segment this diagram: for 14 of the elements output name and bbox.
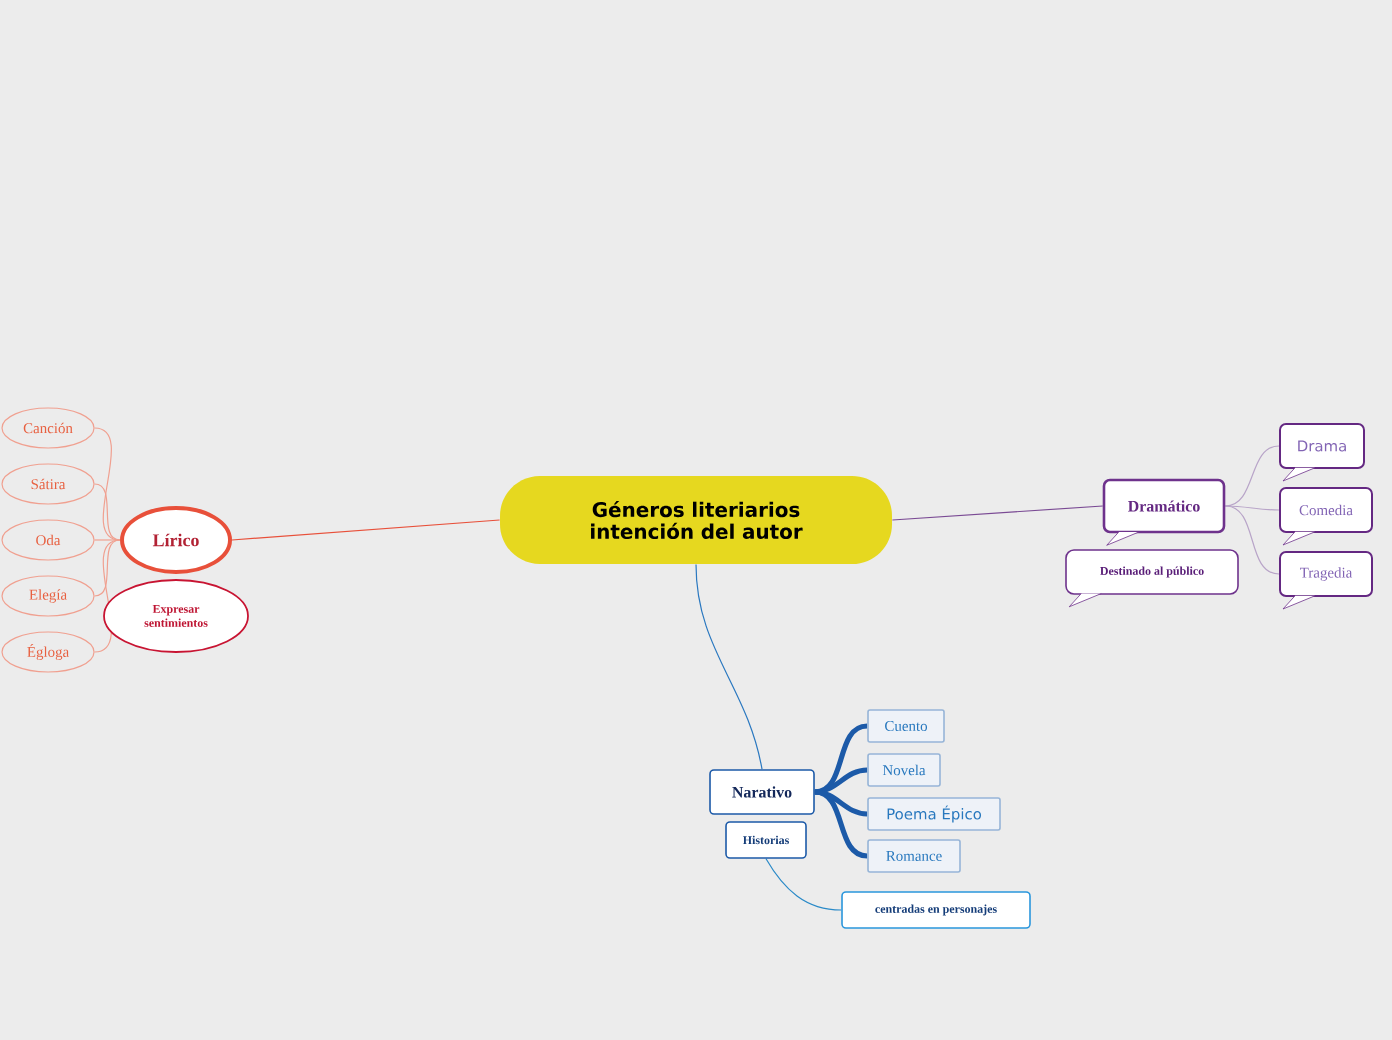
connector-line (814, 723, 868, 795)
connector-line (814, 789, 868, 817)
connector-line (231, 519, 501, 541)
connector-line (695, 563, 763, 770)
connector-line (94, 539, 121, 597)
connector-line (765, 858, 842, 911)
connector-line (891, 505, 1104, 521)
connector-line (814, 789, 868, 859)
connector-line (1224, 505, 1280, 575)
connector-line (94, 539, 121, 541)
connector-line (814, 767, 868, 795)
connector-line (1224, 505, 1280, 511)
topic-box: Géneros literiarios intención del autor (500, 476, 892, 564)
connector-line (94, 483, 121, 541)
